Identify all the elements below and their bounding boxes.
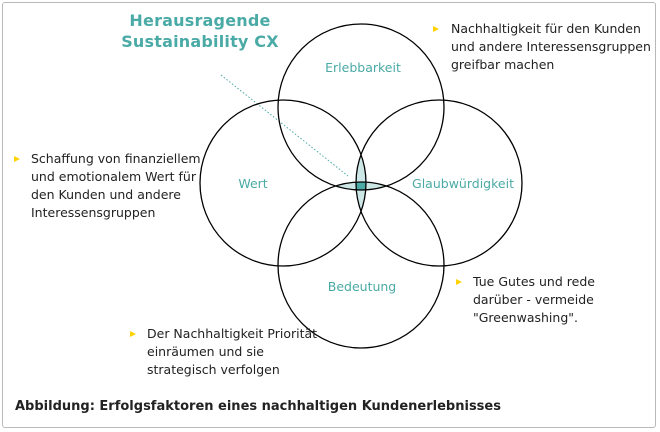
label-wert: Wert [238, 176, 268, 191]
bullet-icon [130, 331, 136, 337]
note-glaubwuerdigkeit: Tue Gutes und rede darüber - vermeide "G… [473, 274, 595, 325]
circle-erlebbarkeit [277, 23, 445, 191]
figure-caption: Abbildung: Erfolgsfaktoren eines nachhal… [15, 399, 501, 414]
note-erlebbarkeit: Nachhaltigkeit für den Kunden und andere… [451, 21, 651, 72]
circle-bedeutung [277, 181, 445, 349]
title-pointer-line [220, 74, 349, 177]
note-wert: Schaffung von finanziellem und emotional… [31, 151, 201, 220]
label-erlebbarkeit: Erlebbarkeit [325, 60, 401, 75]
title-line-1: Herausragende [129, 11, 271, 30]
title-line-2: Sustainability CX [121, 32, 279, 51]
bullet-icon [14, 156, 20, 162]
circle-glaubwuerdigkeit [355, 99, 523, 267]
note-bedeutung: Der Nachhaltigkeit Priorität einräumen u… [147, 326, 318, 377]
circle-wert [199, 99, 367, 267]
diagram-title: Herausragende Sustainability CX [100, 10, 300, 52]
bullet-icon [433, 26, 439, 32]
figure-frame [2, 2, 656, 428]
bullet-icon [456, 279, 462, 285]
label-glaubwuerdigkeit: Glaubwürdigkeit [412, 176, 514, 191]
label-bedeutung: Bedeutung [327, 279, 397, 294]
